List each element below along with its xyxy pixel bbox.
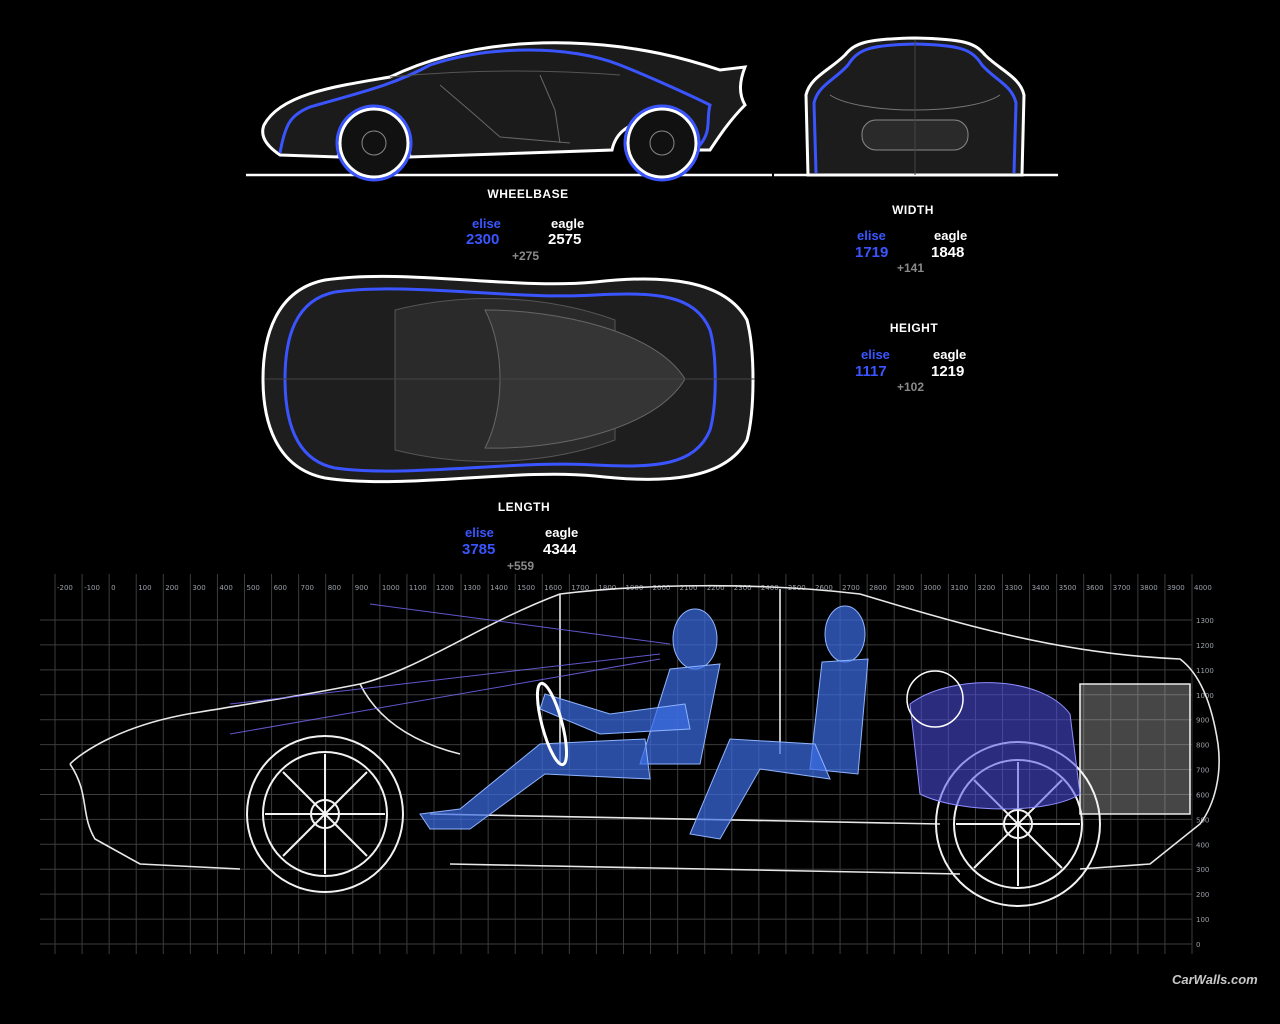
x-tick-label: 1100 <box>409 584 427 592</box>
y-tick-label: 300 <box>1196 866 1209 874</box>
rear-wheel <box>626 107 698 179</box>
top-view-diagram <box>261 274 755 484</box>
x-tick-label: 900 <box>355 584 368 592</box>
y-tick-label: 400 <box>1196 841 1209 849</box>
x-tick-label: 300 <box>192 584 205 592</box>
x-tick-label: 3900 <box>1167 584 1185 592</box>
length-elise-value: 3785 <box>462 541 496 558</box>
x-tick-label: 1800 <box>598 584 616 592</box>
driver-figure <box>419 608 721 830</box>
height-title: HEIGHT <box>889 321 939 335</box>
length-title: LENGTH <box>497 500 551 514</box>
front-wheel <box>338 107 410 179</box>
y-tick-label: 0 <box>1196 941 1200 949</box>
x-tick-label: 2300 <box>734 584 752 592</box>
front-view-diagram <box>774 36 1058 177</box>
width-diff: +141 <box>897 261 925 275</box>
x-tick-label: 3700 <box>1113 584 1131 592</box>
x-tick-label: 100 <box>138 584 151 592</box>
width-elise-value: 1719 <box>855 244 889 261</box>
watermark: CarWalls.com <box>1172 972 1258 987</box>
x-tick-label: 3500 <box>1059 584 1077 592</box>
y-tick-label: 1200 <box>1196 642 1214 650</box>
side-view-diagram <box>246 41 772 182</box>
x-tick-label: 200 <box>165 584 178 592</box>
front-wheel-cutaway <box>246 735 404 893</box>
x-tick-label: 3200 <box>977 584 995 592</box>
height-eagle-value: 1219 <box>931 363 965 380</box>
x-tick-label: 2000 <box>653 584 671 592</box>
x-tick-label: -100 <box>84 584 100 592</box>
x-tick-label: 3800 <box>1140 584 1158 592</box>
wheelbase-eagle-label: eagle <box>551 216 585 231</box>
passenger-figure <box>689 605 869 840</box>
y-axis-ticks: 1300120011001000900800700600500400300200… <box>1196 617 1214 949</box>
wheelbase-diff: +275 <box>512 249 540 263</box>
x-tick-label: 2900 <box>896 584 914 592</box>
y-tick-label: 800 <box>1196 742 1209 750</box>
eagle-cutaway-body <box>69 584 1220 875</box>
x-tick-label: 0 <box>111 584 115 592</box>
y-tick-label: 600 <box>1196 791 1209 799</box>
wheelbase-elise-label: elise <box>472 216 501 231</box>
x-tick-label: 2700 <box>842 584 860 592</box>
height-diff: +102 <box>897 380 925 394</box>
y-tick-label: 900 <box>1196 717 1209 725</box>
x-tick-label: 3300 <box>1005 584 1023 592</box>
elise-side-outline <box>278 48 712 154</box>
y-tick-label: 1000 <box>1196 692 1214 700</box>
x-tick-label: 1200 <box>436 584 454 592</box>
wheelbase-eagle-value: 2575 <box>548 231 582 248</box>
length-diff: +559 <box>507 559 535 573</box>
x-tick-label: 2600 <box>815 584 833 592</box>
steering-wheel <box>535 681 569 767</box>
x-tick-label: 1700 <box>571 584 589 592</box>
x-tick-label: 600 <box>274 584 287 592</box>
height-elise-value: 1117 <box>855 363 887 380</box>
length-elise-label: elise <box>465 525 494 540</box>
height-eagle-label: eagle <box>933 347 967 362</box>
x-tick-label: 400 <box>219 584 232 592</box>
y-tick-label: 100 <box>1196 916 1209 924</box>
x-tick-label: 1300 <box>463 584 481 592</box>
wheelbase-title: WHEELBASE <box>487 187 569 201</box>
width-title: WIDTH <box>892 203 934 217</box>
x-tick-label: 2100 <box>680 584 698 592</box>
x-tick-label: 2800 <box>869 584 887 592</box>
wheelbase-elise-value: 2300 <box>466 231 500 248</box>
x-tick-label: 800 <box>328 584 341 592</box>
y-tick-label: 200 <box>1196 891 1209 899</box>
height-elise-label: elise <box>861 347 890 362</box>
x-tick-label: 1500 <box>517 584 535 592</box>
x-tick-label: 3400 <box>1032 584 1050 592</box>
x-tick-label: 4000 <box>1194 584 1212 592</box>
length-eagle-label: eagle <box>545 525 579 540</box>
x-tick-label: 1000 <box>382 584 400 592</box>
x-tick-label: 1400 <box>490 584 508 592</box>
x-tick-label: -200 <box>57 584 73 592</box>
engine-block <box>906 670 1081 810</box>
y-tick-label: 1100 <box>1196 667 1214 675</box>
x-tick-label: 1600 <box>544 584 562 592</box>
y-tick-label: 1300 <box>1196 617 1214 625</box>
x-tick-label: 500 <box>247 584 260 592</box>
x-tick-label: 3100 <box>950 584 968 592</box>
x-tick-label: 3000 <box>923 584 941 592</box>
width-elise-label: elise <box>857 228 886 243</box>
length-eagle-value: 4344 <box>543 541 577 558</box>
x-tick-label: 700 <box>301 584 314 592</box>
x-tick-label: 2400 <box>761 584 779 592</box>
sight-lines <box>229 603 671 735</box>
x-tick-label: 2200 <box>707 584 725 592</box>
elise-top-outline <box>283 287 717 473</box>
y-tick-label: 700 <box>1196 767 1209 775</box>
x-tick-label: 3600 <box>1086 584 1104 592</box>
width-eagle-label: eagle <box>934 228 968 243</box>
width-eagle-value: 1848 <box>931 244 965 261</box>
